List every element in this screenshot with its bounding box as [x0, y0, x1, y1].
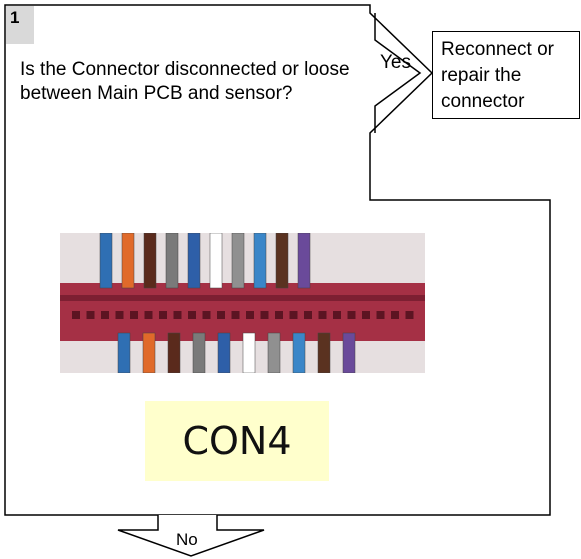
wire-upper	[144, 233, 156, 288]
connector-housing	[60, 283, 425, 341]
wire-upper	[166, 233, 178, 288]
connector-pin	[87, 311, 95, 319]
connector-pin	[406, 311, 414, 319]
connector-pin	[290, 311, 298, 319]
connector-pin	[188, 311, 196, 319]
yes-action-box: Reconnect or repair the connector	[432, 31, 580, 119]
wire-lower	[193, 333, 205, 373]
connector-pin	[319, 311, 327, 319]
connector-label: CON4	[145, 401, 329, 481]
connector-pin	[348, 311, 356, 319]
connector-pin	[145, 311, 153, 319]
wire-lower	[293, 333, 305, 373]
no-label: No	[176, 530, 198, 550]
connector-pin	[203, 311, 211, 319]
wire-upper	[100, 233, 112, 288]
connector-pin	[246, 311, 254, 319]
wire-upper	[276, 233, 288, 288]
wire-lower	[318, 333, 330, 373]
connector-pin	[391, 311, 399, 319]
decision-question: Is the Connector disconnected or loose b…	[20, 58, 360, 106]
wire-upper	[254, 233, 266, 288]
wire-upper	[210, 233, 222, 288]
connector-pin	[377, 311, 385, 319]
wire-lower	[143, 333, 155, 373]
wire-lower	[343, 333, 355, 373]
yes-label: Yes	[380, 52, 411, 74]
connector-pin	[174, 311, 182, 319]
connector-pin	[130, 311, 138, 319]
wire-upper	[298, 233, 310, 288]
wire-upper	[232, 233, 244, 288]
connector-pin	[116, 311, 124, 319]
connector-pin	[362, 311, 370, 319]
wire-lower	[243, 333, 255, 373]
connector-pin	[159, 311, 167, 319]
connector-pin	[304, 311, 312, 319]
connector-pin	[333, 311, 341, 319]
connector-pin	[232, 311, 240, 319]
wire-lower	[218, 333, 230, 373]
wire-lower	[118, 333, 130, 373]
wire-upper	[188, 233, 200, 288]
connector-pin	[217, 311, 225, 319]
connector-pin	[101, 311, 109, 319]
connector-pin	[261, 311, 269, 319]
wire-upper	[122, 233, 134, 288]
wire-lower	[268, 333, 280, 373]
step-number-badge: 1	[6, 6, 34, 44]
connector-pin	[72, 311, 80, 319]
wire-lower	[168, 333, 180, 373]
connector-pin	[275, 311, 283, 319]
connector-photo	[60, 233, 425, 373]
housing-ridge	[60, 295, 425, 301]
